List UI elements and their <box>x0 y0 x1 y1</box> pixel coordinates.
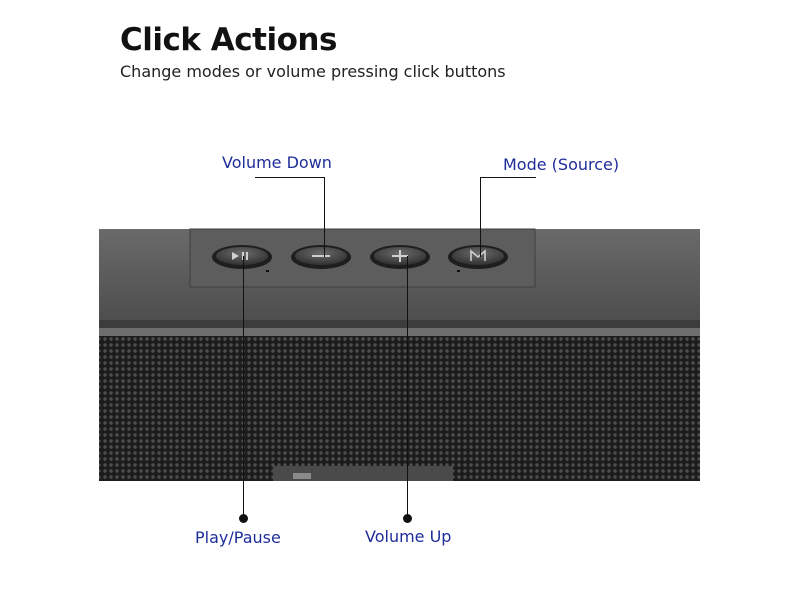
mode-button[interactable] <box>448 245 508 269</box>
page-title: Click Actions <box>120 22 337 58</box>
callout-volume-down: Volume Down <box>222 153 332 172</box>
speaker-label-mark <box>293 473 311 479</box>
leader-line <box>480 177 481 257</box>
volume-down-button[interactable] <box>291 245 351 269</box>
play-pause-button[interactable] <box>212 245 272 269</box>
speaker-bevel-light <box>99 328 700 336</box>
speaker-grille <box>99 336 700 481</box>
plus-icon <box>392 250 408 262</box>
leader-line <box>480 177 536 178</box>
speaker-label-tab <box>273 466 453 481</box>
indicator-dot <box>457 270 460 272</box>
leader-dot <box>239 514 248 523</box>
leader-dot <box>403 514 412 523</box>
speaker-bevel <box>99 320 700 328</box>
leader-line <box>243 256 244 518</box>
callout-volume-up: Volume Up <box>365 527 452 546</box>
leader-line <box>407 256 408 518</box>
volume-up-button[interactable] <box>370 245 430 269</box>
callout-mode-source: Mode (Source) <box>503 155 620 174</box>
leader-line <box>324 177 325 257</box>
page-subtitle: Change modes or volume pressing click bu… <box>120 62 506 81</box>
callout-play-pause: Play/Pause <box>195 528 281 547</box>
minus-icon <box>312 255 330 257</box>
indicator-dot <box>266 270 269 272</box>
mode-m-icon <box>470 249 486 261</box>
leader-line <box>255 177 325 178</box>
